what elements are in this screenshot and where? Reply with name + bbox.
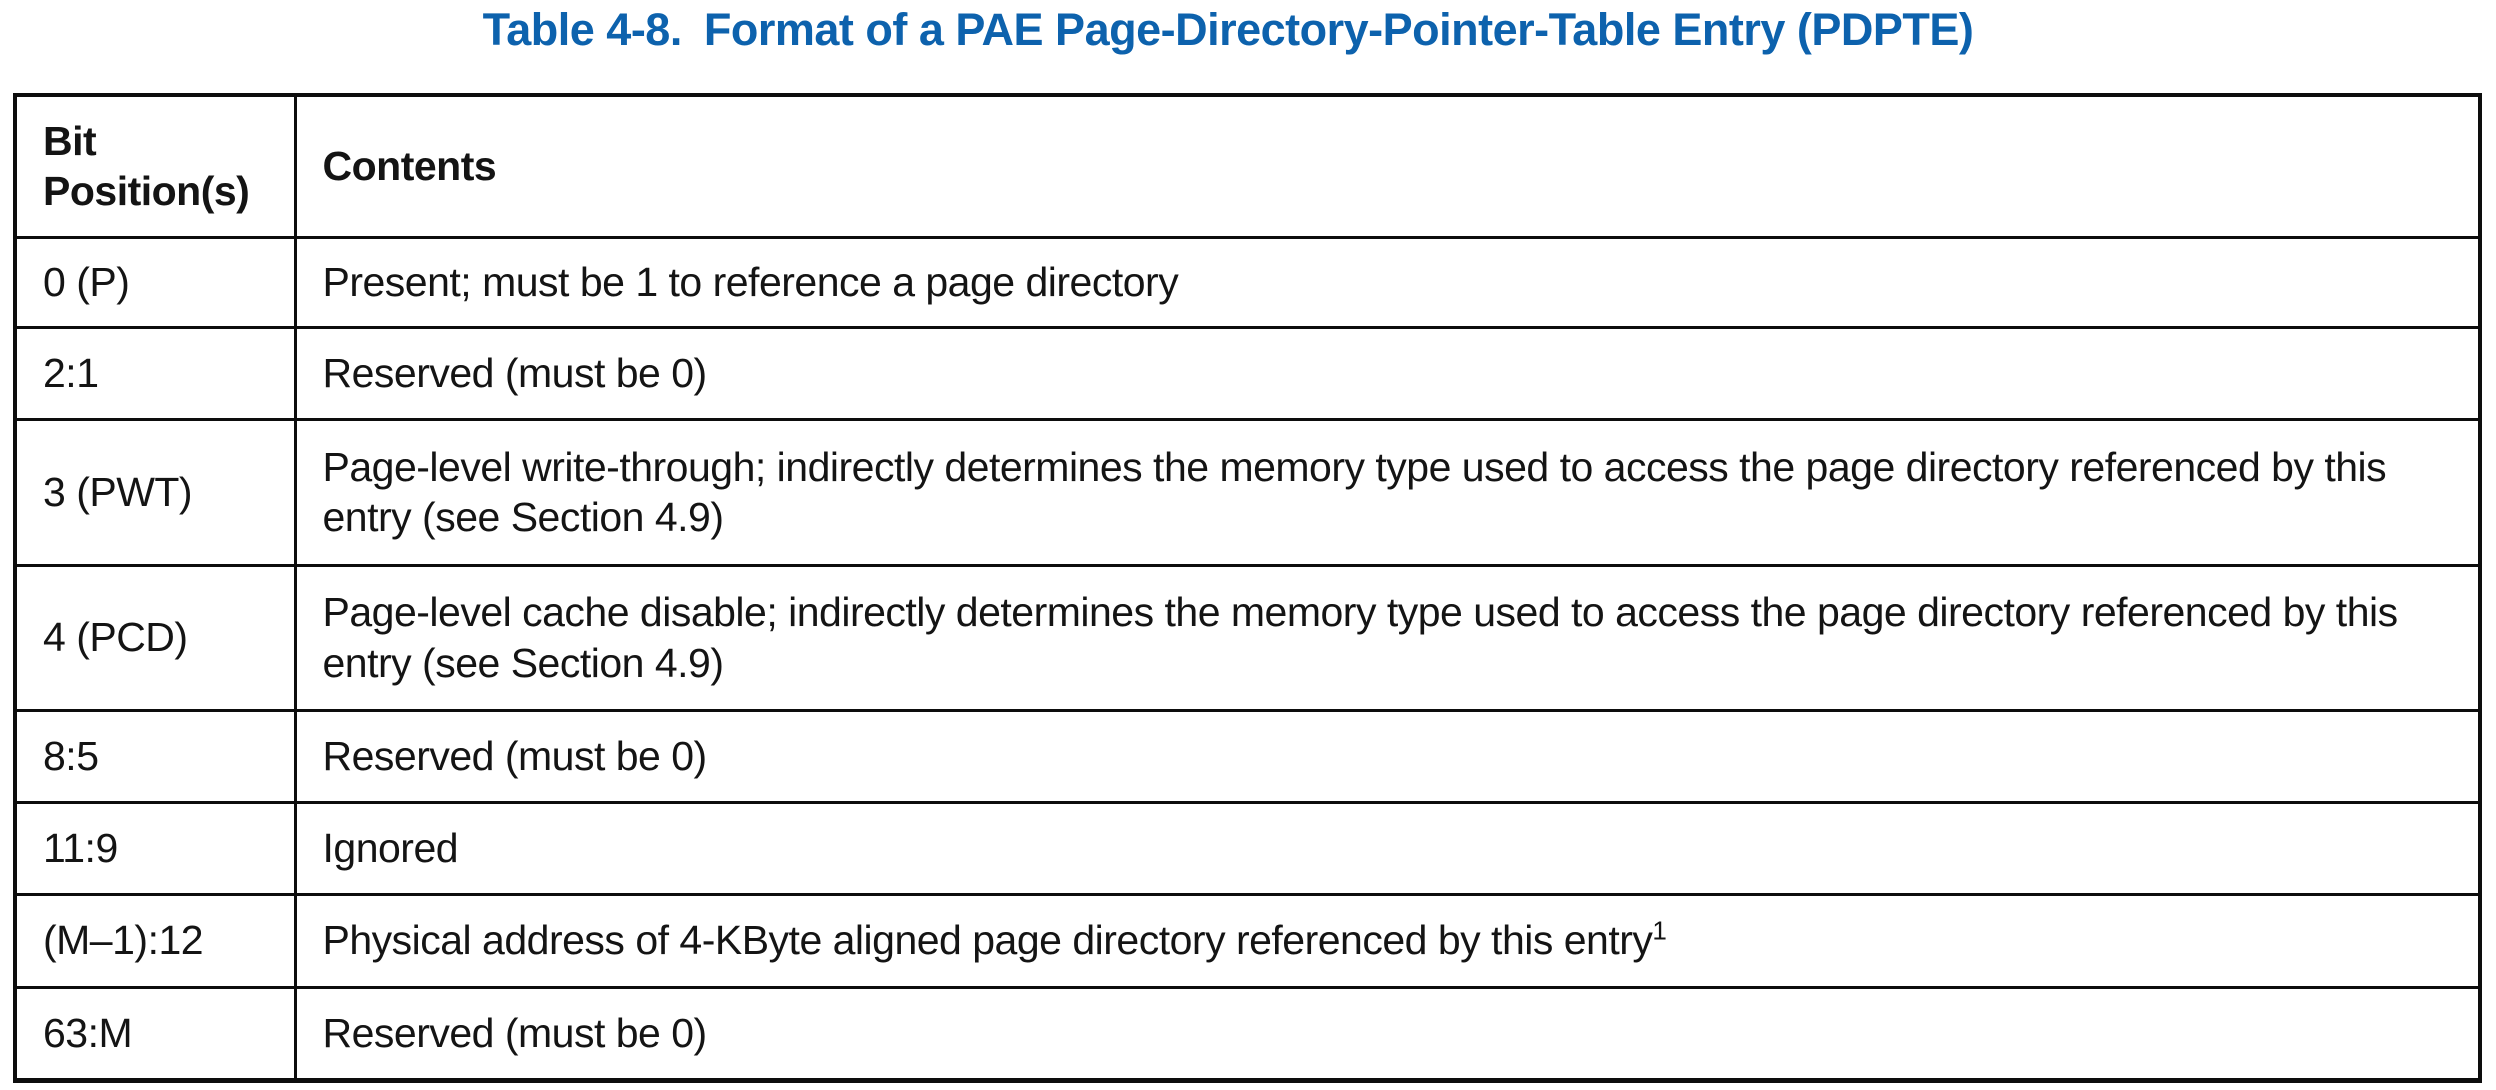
bits-cell: 63:M (13, 985, 297, 1083)
table-row: 3 (PWT) Page-level write-through; indire… (13, 417, 2482, 567)
bits-cell: 4 (PCD) (13, 563, 297, 712)
bits-cell: 3 (PWT) (13, 417, 297, 567)
table-header-row: Bit Position(s) Contents (13, 93, 2482, 239)
contents-header: Contents (293, 93, 2482, 239)
bit-positions-header: Bit Position(s) (13, 93, 297, 239)
table-row: 63:M Reserved (must be 0) (13, 985, 2482, 1083)
contents-text: Physical address of 4-KByte aligned page… (322, 917, 1653, 964)
bits-cell: 2:1 (13, 325, 297, 421)
contents-cell: Physical address of 4-KByte aligned page… (293, 892, 2482, 989)
contents-cell: Reserved (must be 0) (293, 325, 2482, 421)
contents-cell: Ignored (293, 800, 2482, 896)
bits-cell: 0 (P) (13, 235, 297, 329)
bits-cell: 8:5 (13, 708, 297, 804)
footnote-reference: 1 (1652, 915, 1667, 946)
bits-cell: (M–1):12 (13, 892, 297, 989)
contents-cell: Reserved (must be 0) (293, 985, 2482, 1083)
bits-cell: 11:9 (13, 800, 297, 896)
contents-cell: Page-level write-through; indirectly det… (293, 417, 2482, 567)
contents-cell: Page-level cache disable; indirectly det… (293, 563, 2482, 712)
table-row: (M–1):12 Physical address of 4-KByte ali… (13, 892, 2482, 989)
table-title: Table 4-8. Format of a PAE Page-Directory… (0, 4, 2456, 56)
table-row: 2:1 Reserved (must be 0) (13, 325, 2482, 421)
table-row: 8:5 Reserved (must be 0) (13, 708, 2482, 804)
table-row: 11:9 Ignored (13, 800, 2482, 896)
table-row: 4 (PCD) Page-level cache disable; indire… (13, 563, 2482, 712)
table-title-text: Format of a PAE Page-Directory-Pointer-T… (703, 4, 1974, 55)
contents-cell: Reserved (must be 0) (293, 708, 2482, 804)
pdpte-format-table: Bit Position(s) Contents 0 (P) Present; … (13, 93, 2482, 1083)
table-row: 0 (P) Present; must be 1 to reference a … (13, 235, 2482, 329)
contents-cell: Present; must be 1 to reference a page d… (293, 235, 2482, 329)
table-title-number: Table 4-8. (482, 4, 683, 55)
